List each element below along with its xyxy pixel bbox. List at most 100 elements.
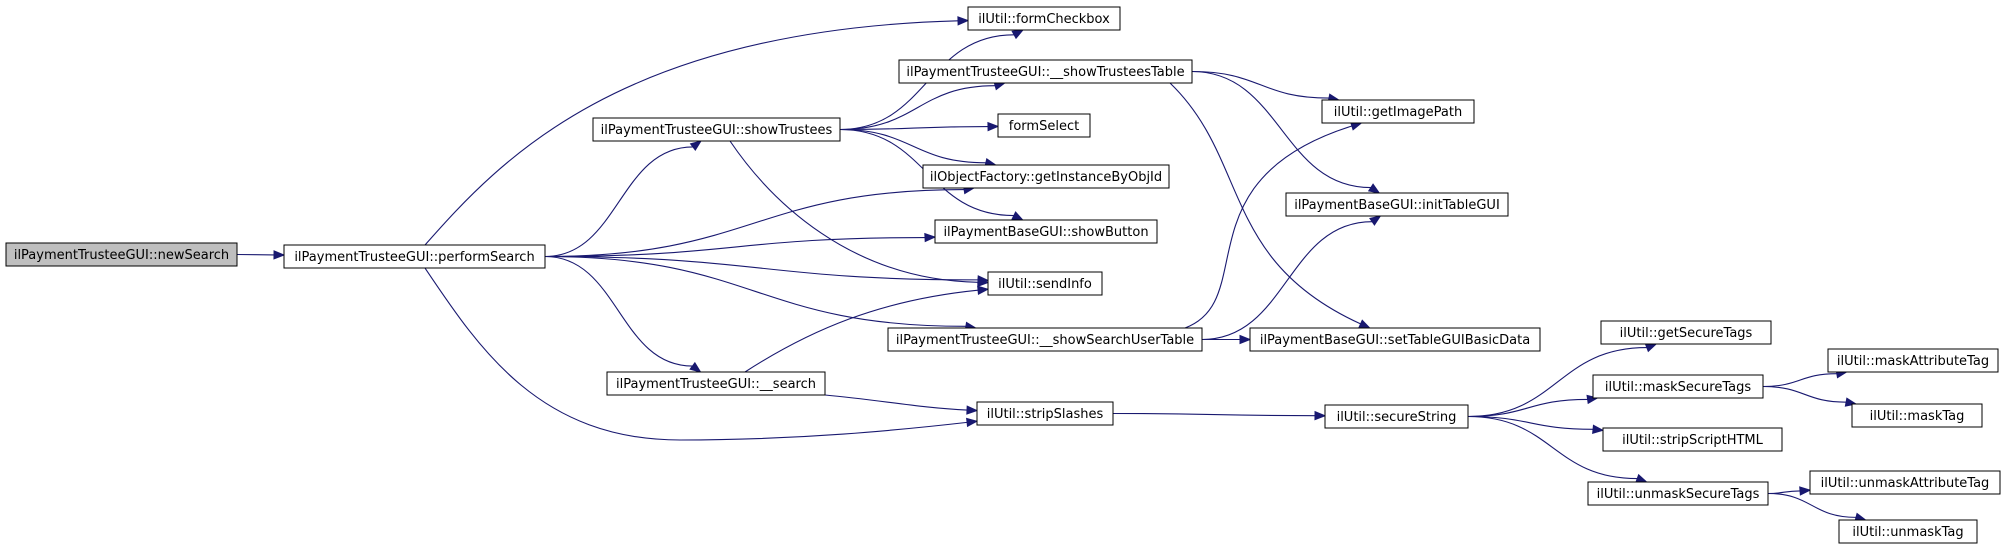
arrowhead — [987, 121, 1000, 132]
node-performSearch[interactable]: ilPaymentTrusteeGUI::performSearch — [283, 244, 546, 269]
edge-line — [1191, 70, 1329, 99]
edge-line — [1767, 492, 1856, 518]
edge-line — [839, 85, 996, 131]
node-label: ilPaymentBaseGUI::showButton — [943, 225, 1148, 240]
edge-performSearch-to-showButton — [544, 232, 937, 258]
node-box — [1602, 427, 1783, 452]
node-label: ilPaymentBaseGUI::initTableGUI — [1294, 198, 1500, 213]
arrowhead — [1644, 343, 1658, 353]
node-showSearchUserTable[interactable]: ilPaymentTrusteeGUI::__showSearchUserTab… — [887, 327, 1203, 352]
node-showTrustees[interactable]: ilPaymentTrusteeGUI::showTrustees — [592, 117, 841, 142]
node-unmaskAttributeTag[interactable]: ilUtil::unmaskAttributeTag — [1809, 470, 2001, 495]
node-box — [934, 219, 1158, 244]
arrowhead — [689, 140, 703, 152]
edge-showTrustees-to-sendInfo — [729, 140, 990, 288]
node-box — [1827, 348, 1999, 373]
node-label: ilUtil::unmaskSecureTags — [1597, 487, 1760, 502]
node-maskSecureTags[interactable]: ilUtil::maskSecureTags — [1592, 374, 1764, 399]
node-newSearch[interactable]: ilPaymentTrusteeGUI::newSearch — [5, 242, 238, 267]
node-unmaskSecureTags[interactable]: ilUtil::unmaskSecureTags — [1587, 481, 1769, 506]
edge-showSearchUserTable-to-initTableGUI — [1201, 215, 1382, 341]
node-sendInfo[interactable]: ilUtil::sendInfo — [987, 271, 1103, 296]
node-maskAttributeTag[interactable]: ilUtil::maskAttributeTag — [1827, 348, 1999, 373]
node-secureString[interactable]: ilUtil::secureString — [1324, 404, 1469, 429]
arrowhead — [1367, 183, 1381, 194]
edge-secureString-to-maskSecureTags — [1467, 394, 1599, 418]
node-initTableGUI[interactable]: ilPaymentBaseGUI::initTableGUI — [1285, 192, 1509, 217]
node-getImagePath[interactable]: ilUtil::getImagePath — [1321, 99, 1475, 124]
node-formCheckbox[interactable]: ilUtil::formCheckbox — [967, 6, 1121, 31]
node-label: ilUtil::getImagePath — [1334, 105, 1462, 120]
edge-performSearch-to-formCheckbox — [424, 16, 970, 246]
edge-performSearch-to-search — [544, 255, 702, 373]
node-label: ilPaymentTrusteeGUI::__showTrusteesTable — [906, 65, 1184, 80]
edge-line — [424, 20, 959, 246]
node-box — [5, 242, 238, 267]
node-search[interactable]: ilPaymentTrusteeGUI::__search — [606, 371, 826, 396]
edge-maskSecureTags-to-maskTag — [1762, 385, 1858, 407]
edge-line — [1184, 125, 1353, 329]
arrowhead — [1799, 486, 1812, 496]
edge-line — [1191, 70, 1371, 189]
node-getInstanceByObjId[interactable]: ilObjectFactory::getInstanceByObjId — [922, 164, 1170, 189]
edge-line — [1467, 398, 1588, 418]
node-formSelect[interactable]: formSelect — [997, 113, 1091, 138]
node-box — [887, 327, 1203, 352]
node-maskTag[interactable]: ilUtil::maskTag — [1851, 403, 1983, 428]
arrowhead — [924, 232, 937, 243]
node-label: ilUtil::stripSlashes — [987, 407, 1104, 422]
edge-line — [1467, 415, 1638, 480]
node-showTrusteesTable[interactable]: ilPaymentTrusteeGUI::__showTrusteesTable — [898, 59, 1193, 84]
node-label: ilUtil::getSecureTags — [1620, 326, 1753, 341]
edge-line — [1201, 221, 1373, 341]
node-box — [606, 371, 826, 396]
edge-showTrustees-to-showTrusteesTable — [839, 81, 1007, 131]
arrowhead — [966, 405, 979, 415]
arrowhead — [1314, 410, 1327, 421]
node-stripSlashes[interactable]: ilUtil::stripSlashes — [976, 401, 1114, 426]
node-label: formSelect — [1009, 119, 1079, 134]
edge-line — [1112, 412, 1316, 417]
node-box — [967, 6, 1121, 31]
node-label: ilUtil::unmaskAttributeTag — [1821, 476, 1990, 491]
node-box — [1321, 99, 1475, 124]
node-box — [1809, 470, 2001, 495]
node-getSecureTags[interactable]: ilUtil::getSecureTags — [1600, 320, 1772, 345]
node-box — [592, 117, 841, 142]
edge-line — [544, 255, 979, 281]
arrowhead — [1592, 424, 1605, 434]
node-label: ilUtil::unmaskTag — [1852, 525, 1963, 540]
edge-line — [729, 140, 979, 283]
node-showButton[interactable]: ilPaymentBaseGUI::showButton — [934, 219, 1158, 244]
node-box — [1285, 192, 1509, 217]
node-label: ilUtil::stripScriptHTML — [1622, 433, 1764, 448]
arrowhead — [1358, 319, 1371, 329]
edge-line — [1467, 415, 1594, 430]
node-setTableGUIBasicData[interactable]: ilPaymentBaseGUI::setTableGUIBasicData — [1249, 327, 1541, 352]
edge-line — [839, 126, 989, 131]
node-stripScriptHTML[interactable]: ilUtil::stripScriptHTML — [1602, 427, 1783, 452]
edge-stripSlashes-to-secureString — [1112, 410, 1327, 421]
edge-showTrusteesTable-to-getImagePath — [1191, 70, 1341, 103]
edge-line — [424, 267, 968, 441]
node-label: ilPaymentTrusteeGUI::performSearch — [294, 250, 534, 265]
edge-line — [1762, 373, 1837, 388]
edge-unmaskSecureTags-to-unmaskTag — [1767, 492, 1867, 522]
edge-showTrustees-to-getInstanceByObjId — [839, 128, 997, 168]
node-box — [1838, 519, 1978, 544]
arrowhead — [957, 16, 970, 26]
node-unmaskTag[interactable]: ilUtil::unmaskTag — [1838, 519, 1978, 544]
node-box — [1324, 404, 1469, 429]
edge-showSearchUserTable-to-setTableGUIBasicData — [1202, 334, 1252, 345]
node-box — [283, 244, 546, 269]
node-label: ilUtil::secureString — [1337, 410, 1457, 425]
edge-line — [544, 236, 926, 258]
arrowhead — [966, 417, 979, 428]
node-label: ilPaymentTrusteeGUI::__search — [616, 377, 816, 392]
edge-line — [1762, 385, 1847, 403]
arrowhead — [977, 277, 990, 288]
node-box — [987, 271, 1103, 296]
node-box — [922, 164, 1170, 189]
node-box — [1249, 327, 1541, 352]
